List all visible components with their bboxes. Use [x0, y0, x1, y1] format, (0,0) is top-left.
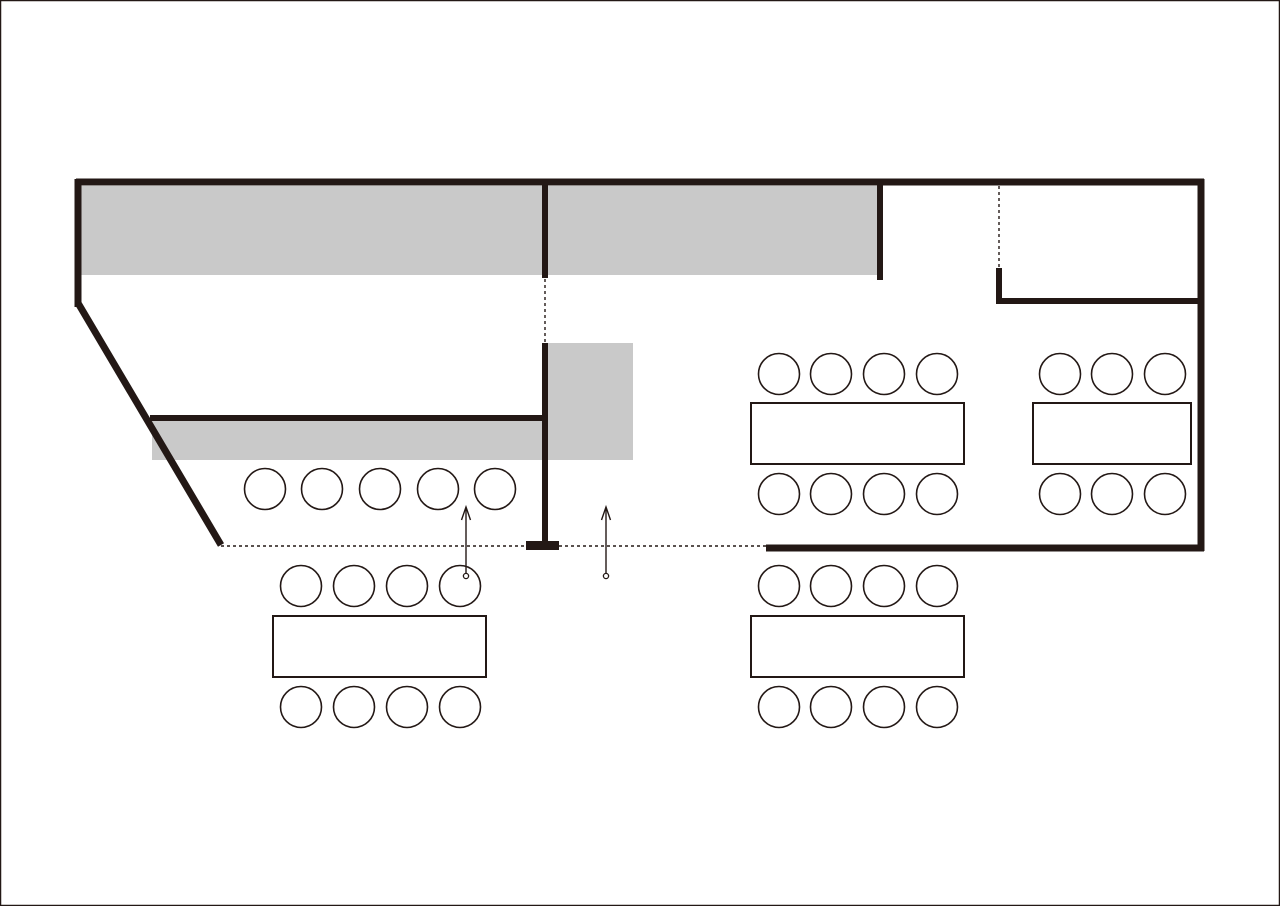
chair-bottom: [1038, 472, 1082, 516]
chair-top: [1090, 352, 1134, 396]
chair-bottom: [416, 467, 460, 511]
table: [272, 615, 487, 678]
chair-bottom: [809, 472, 853, 516]
arrow-origin-dot: [462, 572, 470, 580]
chair-top: [438, 564, 482, 608]
chair-bottom: [862, 472, 906, 516]
chair-top: [279, 564, 323, 608]
arrow-head: [460, 504, 472, 521]
chair-bottom: [915, 472, 959, 516]
chair-bottom: [300, 467, 344, 511]
seating-group-interior-right-table: [1032, 352, 1192, 516]
arrow-origin-dot: [602, 572, 610, 580]
arrow-up-icon: [460, 504, 472, 580]
table: [1032, 402, 1192, 465]
chair-bottom: [332, 685, 376, 729]
chair-bottom: [279, 685, 323, 729]
seating-group-terrace-left-table: [272, 564, 487, 729]
chair-top: [862, 564, 906, 608]
chair-bottom: [915, 685, 959, 729]
chair-bottom: [1090, 472, 1134, 516]
chair-top: [862, 352, 906, 396]
chair-top: [757, 564, 801, 608]
chair-bottom: [1143, 472, 1187, 516]
chair-top: [915, 352, 959, 396]
chair-bottom: [438, 685, 482, 729]
chair-bottom: [243, 467, 287, 511]
chair-top: [1143, 352, 1187, 396]
chair-bottom: [757, 685, 801, 729]
wall-column-base: [526, 541, 559, 550]
counter-areas: [80, 186, 880, 460]
chair-top: [385, 564, 429, 608]
furniture: [243, 352, 1192, 729]
chair-top: [809, 352, 853, 396]
counter-lower-center: [545, 343, 633, 460]
openings: [221, 186, 1000, 547]
chair-bottom: [809, 685, 853, 729]
counter-lower-left: [152, 418, 545, 460]
chair-top: [915, 564, 959, 608]
chair-top: [1038, 352, 1082, 396]
entrance-arrows: [460, 504, 612, 580]
seating-group-interior-center-table: [750, 352, 965, 516]
chair-top: [332, 564, 376, 608]
chair-bottom: [473, 467, 517, 511]
chair-bottom: [862, 685, 906, 729]
chair-bottom: [757, 472, 801, 516]
counter-top-right: [545, 186, 880, 275]
counter-top-left: [80, 186, 545, 275]
arrow-head: [600, 504, 612, 521]
wall-left-diagonal: [74, 301, 225, 547]
table: [750, 402, 965, 465]
arrow-up-icon: [600, 504, 612, 580]
walls: [74, 178, 1205, 552]
chair-bottom: [358, 467, 402, 511]
chair-bottom: [385, 685, 429, 729]
chair-top: [757, 352, 801, 396]
seating-group-terrace-right-table: [750, 564, 965, 729]
table: [750, 615, 965, 678]
chair-top: [809, 564, 853, 608]
seating-group-interior-left-row: [243, 467, 517, 511]
